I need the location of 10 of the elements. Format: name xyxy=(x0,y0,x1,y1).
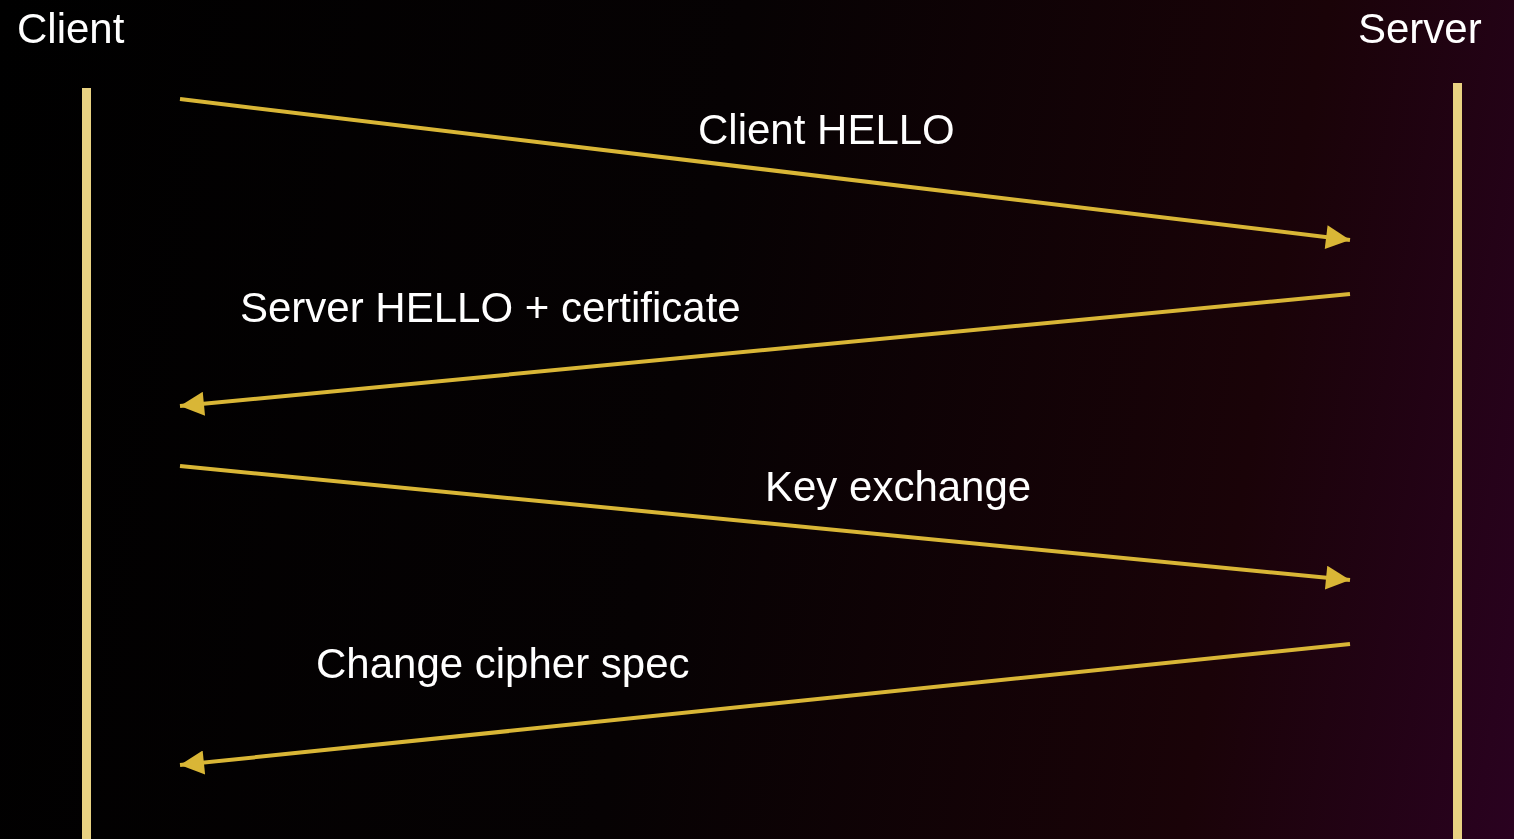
lifeline-title: Server xyxy=(1358,4,1482,54)
message-arrow xyxy=(179,97,1351,250)
message-arrow xyxy=(179,464,1351,590)
lifeline-title: Client xyxy=(17,4,125,54)
edge-label: Client HELLO xyxy=(698,105,955,155)
edge-label: Key exchange xyxy=(765,462,1032,512)
edge-label: Server HELLO + certificate xyxy=(240,283,741,333)
message-arrow xyxy=(179,292,1351,416)
edge-label: Change cipher spec xyxy=(316,639,690,689)
message-arrow xyxy=(179,642,1351,775)
